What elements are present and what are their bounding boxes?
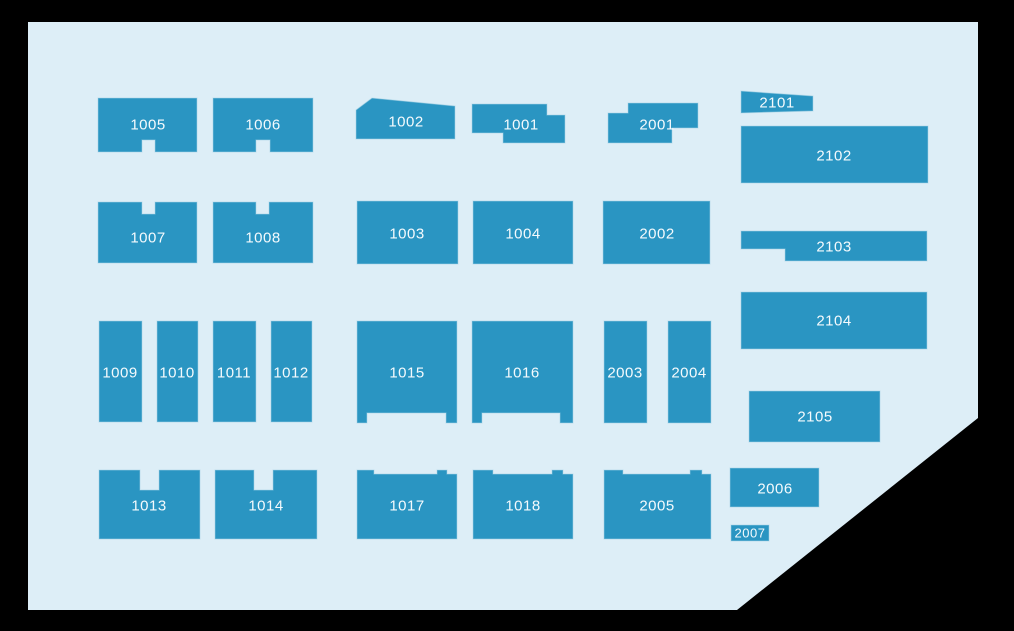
room-shape-1012[interactable]	[270, 320, 313, 423]
room-1012: 1012	[270, 320, 313, 423]
room-shape-2006[interactable]	[729, 467, 820, 508]
room-shape-1001[interactable]	[471, 103, 566, 144]
room-2005: 2005	[603, 469, 712, 540]
room-shape-1010[interactable]	[156, 320, 199, 423]
room-shape-2103[interactable]	[740, 230, 928, 262]
room-shape-1015[interactable]	[356, 320, 458, 424]
room-shape-1005[interactable]	[97, 97, 198, 153]
room-shape-2004[interactable]	[667, 320, 712, 424]
room-1004: 1004	[472, 200, 574, 265]
room-shape-1008[interactable]	[212, 201, 314, 264]
room-1009: 1009	[98, 320, 143, 423]
room-shape-1004[interactable]	[472, 200, 574, 265]
room-shape-1017[interactable]	[356, 469, 458, 540]
room-1011: 1011	[212, 320, 257, 423]
room-1015: 1015	[356, 320, 458, 424]
room-2105: 2105	[748, 390, 881, 443]
room-shape-1014[interactable]	[214, 469, 318, 540]
room-shape-2102[interactable]	[740, 125, 929, 184]
room-shape-2101[interactable]	[740, 90, 814, 114]
room-2004: 2004	[667, 320, 712, 424]
room-2007: 2007	[730, 524, 770, 542]
room-1018: 1018	[472, 469, 574, 540]
room-shape-2104[interactable]	[740, 291, 928, 350]
room-shape-1003[interactable]	[356, 200, 459, 265]
room-2104: 2104	[740, 291, 928, 350]
room-1002: 1002	[355, 97, 456, 140]
room-2006: 2006	[729, 467, 820, 508]
room-shape-1018[interactable]	[472, 469, 574, 540]
room-shape-2007[interactable]	[730, 524, 770, 542]
room-shape-1006[interactable]	[212, 97, 314, 153]
room-2102: 2102	[740, 125, 929, 184]
room-shape-2003[interactable]	[603, 320, 648, 424]
room-1017: 1017	[356, 469, 458, 540]
room-shape-1009[interactable]	[98, 320, 143, 423]
room-shape-2105[interactable]	[748, 390, 881, 443]
room-1016: 1016	[471, 320, 574, 424]
room-2003: 2003	[603, 320, 648, 424]
room-shape-1011[interactable]	[212, 320, 257, 423]
room-1003: 1003	[356, 200, 459, 265]
room-shape-2002[interactable]	[602, 200, 711, 265]
room-shape-1002[interactable]	[355, 97, 456, 140]
room-shape-2001[interactable]	[607, 102, 699, 144]
room-shape-1007[interactable]	[97, 201, 198, 264]
room-shape-1013[interactable]	[98, 469, 201, 540]
room-1010: 1010	[156, 320, 199, 423]
room-shape-2005[interactable]	[603, 469, 712, 540]
room-shape-1016[interactable]	[471, 320, 574, 424]
room-2002: 2002	[602, 200, 711, 265]
